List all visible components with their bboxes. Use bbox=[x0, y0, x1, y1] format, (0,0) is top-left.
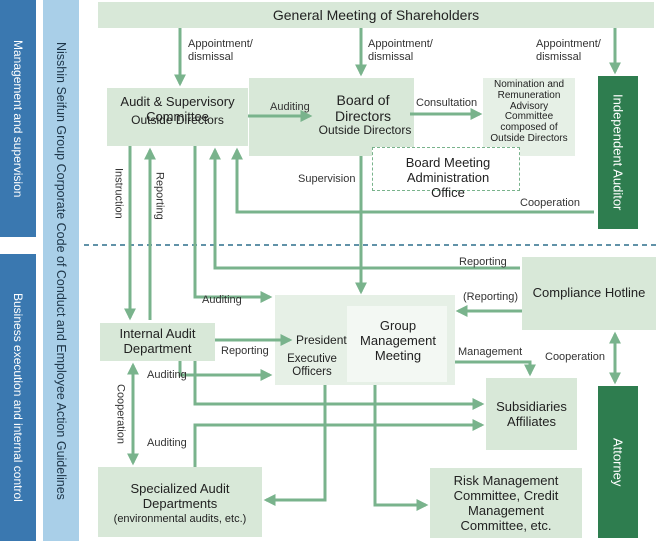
business-execution-band: Business execution and internal control bbox=[0, 254, 36, 541]
nomination-label: Nomination and Remuneration Advisory Com… bbox=[490, 79, 568, 144]
management-label: Management bbox=[458, 346, 523, 358]
independent-auditor-label: Independent Auditor bbox=[610, 94, 626, 211]
management-supervision-label: Management and supervision bbox=[11, 39, 25, 198]
reporting-label-compliance: Reporting bbox=[459, 256, 507, 268]
risk-label: Risk Management Committee, Credit Manage… bbox=[453, 473, 559, 533]
specialized-audit-sub: (environmental audits, etc.) bbox=[113, 513, 247, 525]
board-office-label: Board Meeting Administration Office bbox=[405, 155, 491, 200]
board-label: Board of Directors bbox=[334, 92, 391, 125]
compliance-label: Compliance Hotline bbox=[532, 285, 646, 300]
board-sub: Outside Directors bbox=[318, 123, 412, 137]
internal-audit-box bbox=[100, 323, 215, 361]
reporting-label-vertical: Reporting bbox=[153, 172, 166, 220]
reporting-label-president: Reporting bbox=[221, 345, 269, 357]
attorney-box bbox=[598, 386, 638, 538]
supervision-label: Supervision bbox=[298, 173, 356, 185]
auditing-label-mid: Auditing bbox=[202, 294, 242, 306]
risk-box bbox=[430, 468, 582, 538]
group-meeting-inner bbox=[347, 306, 447, 382]
code-of-conduct-label: Nisshin Seifun Group Corporate Code of C… bbox=[54, 41, 68, 500]
auditing-label-exec: Auditing bbox=[147, 369, 187, 381]
reporting-paren-label: (Reporting) bbox=[463, 291, 519, 303]
cooperation-label-vertical: Cooperation bbox=[114, 384, 127, 444]
executive-officers-label: Executive Officers bbox=[287, 353, 337, 379]
appointment-label-1: Appointment/ dismissal bbox=[188, 38, 253, 63]
compliance-box bbox=[522, 257, 656, 330]
nomination-box bbox=[483, 78, 575, 156]
specialized-audit-box bbox=[98, 467, 262, 537]
audit-committee-label: Audit & Supervisory Committee bbox=[120, 94, 235, 124]
attorney-label: Attorney bbox=[610, 437, 626, 487]
business-execution-label: Business execution and internal control bbox=[11, 293, 25, 502]
president-label: President bbox=[296, 333, 347, 347]
independent-auditor-box bbox=[598, 76, 638, 229]
group-meeting-label: Group Management Meeting bbox=[360, 318, 436, 363]
internal-audit-label: Internal Audit Department bbox=[119, 326, 196, 356]
shareholders-box bbox=[98, 2, 654, 28]
appointment-label-2: Appointment/ dismissal bbox=[368, 38, 433, 63]
subsidiaries-label: Subsidiaries Affiliates bbox=[496, 399, 567, 429]
subsidiaries-box bbox=[486, 378, 577, 450]
cooperation-label-attorney: Cooperation bbox=[545, 351, 605, 363]
auditing-label-lower: Auditing bbox=[147, 437, 187, 449]
cooperation-label-top: Cooperation bbox=[520, 197, 580, 209]
specialized-audit-label: Specialized Audit Departments bbox=[130, 481, 230, 511]
audit-committee-box bbox=[107, 88, 248, 146]
instruction-label: Instruction bbox=[112, 168, 125, 219]
shareholders-label: General Meeting of Shareholders bbox=[272, 7, 480, 23]
management-supervision-band: Management and supervision bbox=[0, 0, 36, 237]
consultation-label: Consultation bbox=[416, 97, 478, 109]
appointment-label-3: Appointment/ dismissal bbox=[536, 38, 601, 63]
audit-committee-sub: Outside Directors bbox=[131, 113, 224, 127]
auditing-label-top: Auditing bbox=[270, 101, 310, 113]
board-office-box bbox=[372, 147, 520, 191]
code-of-conduct-band: Nisshin Seifun Group Corporate Code of C… bbox=[43, 0, 79, 541]
